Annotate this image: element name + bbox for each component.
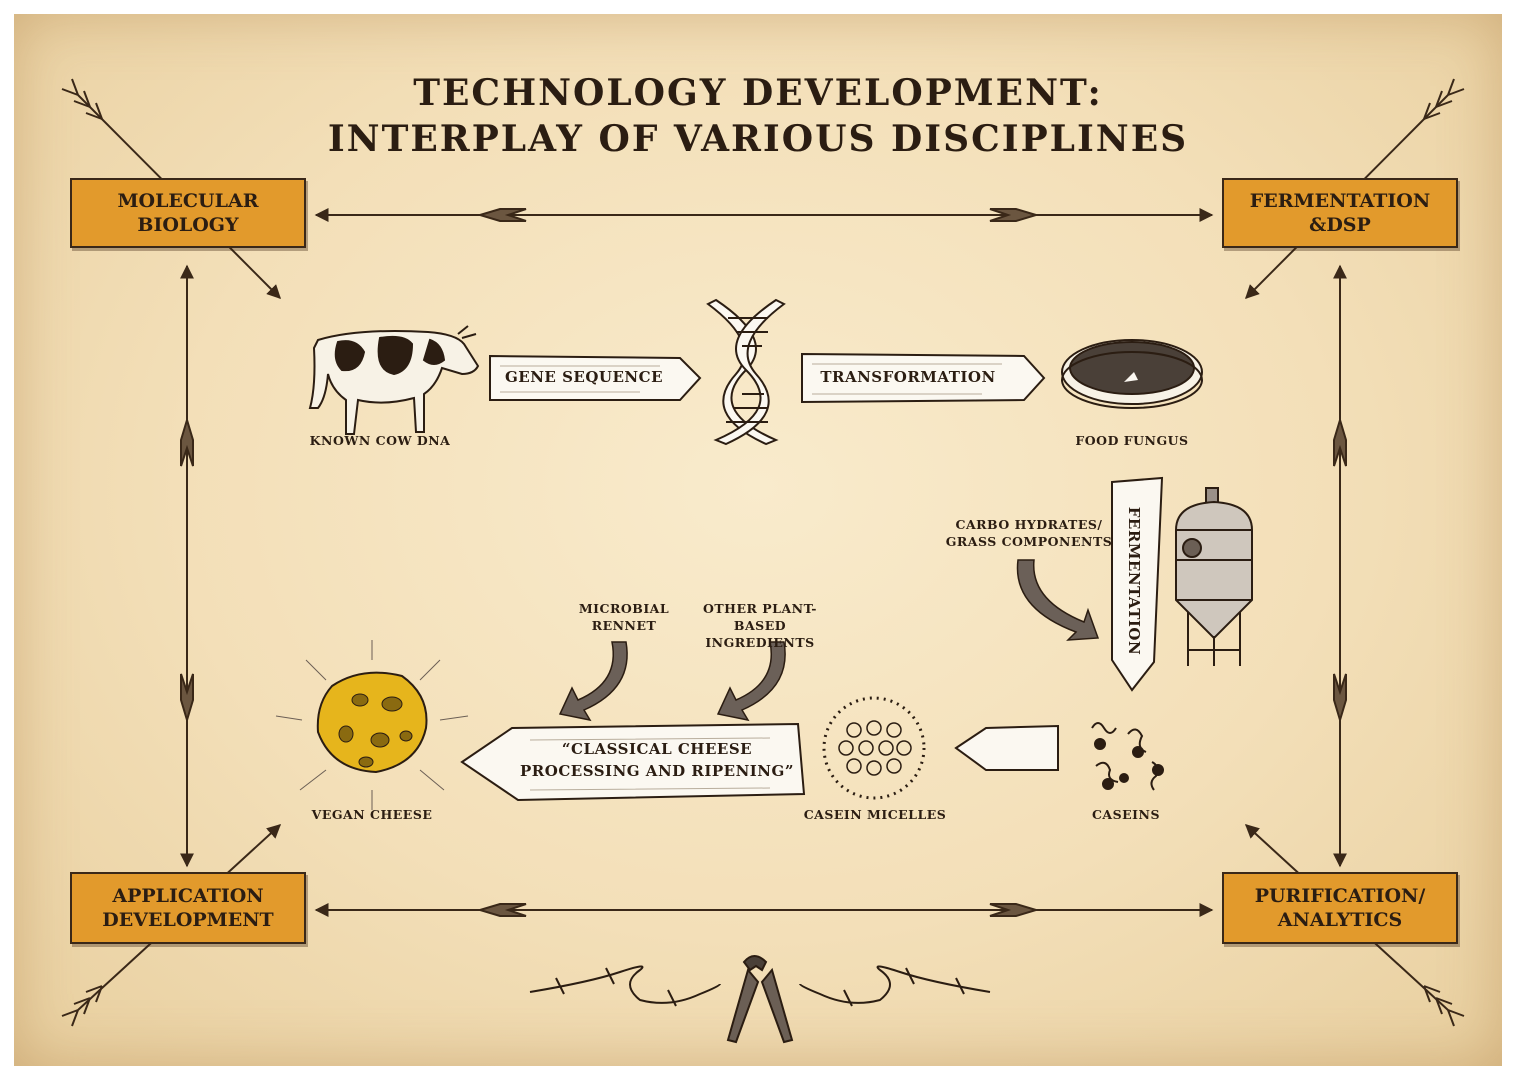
caption-plant-ingredients: OTHER PLANT-BASED INGREDIENTS (702, 601, 817, 650)
caption-microbial-rennet: MICROBIAL RENNET (578, 601, 670, 633)
cow-icon (308, 325, 480, 435)
board-label: MOLECULAR BIOLOGY (117, 190, 259, 236)
caption-casein-micelles: CASEIN MICELLES (803, 807, 947, 822)
fermentation-sign (1111, 476, 1164, 692)
bioreactor-icon (1175, 487, 1253, 666)
board-fermentation-dsp: FERMENTATION &DSP (1222, 178, 1458, 248)
caption-vegan-cheese: VEGAN CHEESE (311, 807, 433, 822)
dna-icon (706, 298, 786, 446)
casein-micelle-icon (822, 696, 926, 800)
caseins-icon (1091, 722, 1164, 791)
board-label: APPLICATION DEVELOPMENT (102, 885, 274, 931)
caption-food-fungus: FOOD FUNGUS (1075, 433, 1189, 448)
page-title-line1: TECHNOLOGY DEVELOPMENT: (413, 72, 1103, 114)
board-application-development: APPLICATION DEVELOPMENT (70, 872, 306, 944)
small-arrow-sign (954, 724, 1059, 771)
transformation-label: TRANSFORMATION (820, 368, 996, 386)
page-title-line2: INTERPLAY OF VARIOUS DISCIPLINES (327, 118, 1189, 160)
caption-cow-dna: KNOWN COW DNA (309, 433, 451, 448)
pliers-icon (726, 955, 794, 1044)
cheese-processing-label-1: “CLASSICAL CHEESE (561, 740, 753, 758)
transformation-sign (801, 352, 1046, 404)
cheese-processing-label-2: PROCESSING AND RIPENING” (520, 762, 794, 780)
caption-caseins: CASEINS (1091, 807, 1160, 822)
gene-sequence-label: GENE SEQUENCE (504, 368, 664, 386)
cheese-icon (275, 640, 469, 810)
barbed-wire-icon (529, 965, 991, 1007)
curved-arrow-rennet (558, 641, 628, 722)
gene-sequence-sign (489, 354, 702, 401)
board-label: FERMENTATION &DSP (1249, 190, 1431, 236)
fermentation-label: FERMENTATION (1125, 506, 1143, 656)
board-molecular-biology: MOLECULAR BIOLOGY (70, 178, 306, 248)
board-label: PURIFICATION/ ANALYTICS (1254, 885, 1426, 931)
curved-arrow-carbo (1016, 559, 1100, 641)
curved-arrow-plant (716, 641, 786, 722)
connector-arrows (180, 208, 1347, 917)
caption-carbo-hydrates: CARBO HYDRATES/ GRASS COMPONENTS (945, 517, 1113, 549)
cheese-processing-sign (460, 722, 806, 802)
board-purification-analytics: PURIFICATION/ ANALYTICS (1222, 872, 1458, 944)
petri-dish-icon (1061, 339, 1203, 409)
